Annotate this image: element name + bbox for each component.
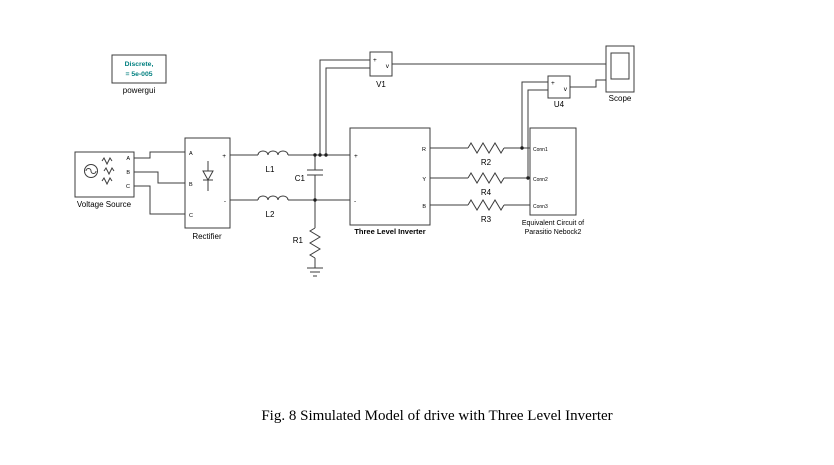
resistor-zigzag-icon <box>467 142 505 154</box>
v1-label: V1 <box>376 80 386 89</box>
equiv-port-conn3: Conn3 <box>533 204 548 210</box>
resistor-zigzag-icon <box>467 172 505 184</box>
inverter-block: + - R Y B Three Level Inverter <box>349 127 431 236</box>
rectifier-port-plus: + <box>222 153 226 160</box>
equivalent-circuit-box <box>529 127 577 216</box>
scope-block: Scope <box>605 45 635 103</box>
inverter-port-b: B <box>422 204 426 210</box>
l2-label: L2 <box>266 210 275 219</box>
u4-port-plus: + <box>551 80 555 87</box>
r1-label: R1 <box>293 236 304 245</box>
u4-port-v: v <box>564 86 568 93</box>
equivalent-circuit-label-line2: Parasitio Nebock2 <box>525 229 582 236</box>
rectifier-port-c: C <box>189 213 193 219</box>
powergui-line2: = 5e-005 <box>125 71 152 78</box>
scope-screen <box>610 52 630 80</box>
vs-port-a: A <box>126 156 130 162</box>
equivalent-circuit-label-line1: Equivalent Circuit of <box>522 220 584 227</box>
inductor-l1: L1 <box>257 150 289 174</box>
junction-dot <box>313 153 317 157</box>
sine-wave-icon <box>85 168 97 174</box>
inverter-port-plus: + <box>354 153 358 160</box>
resistor-r1: R1 <box>293 227 321 259</box>
inverter-port-r: R <box>422 147 426 153</box>
rectifier-port-minus: - <box>224 198 226 205</box>
voltage-source-box <box>74 151 135 198</box>
rectifier-port-a: A <box>189 151 193 157</box>
figure-caption: Fig. 8 Simulated Model of drive with Thr… <box>261 408 613 424</box>
vs-port-c: C <box>126 184 130 190</box>
junction-dot <box>318 153 322 157</box>
equiv-port-conn1: Conn1 <box>533 147 548 153</box>
c1-label: C1 <box>295 174 306 183</box>
r2-label: R2 <box>481 158 492 167</box>
r4-label: R4 <box>481 188 492 197</box>
winding-icon <box>101 157 115 186</box>
inverter-box <box>349 127 431 226</box>
powergui-label: powergui <box>123 86 156 95</box>
voltage-source-label: Voltage Source <box>77 200 132 209</box>
capacitor-plates-icon <box>307 169 323 176</box>
inductor-l2: L2 <box>257 195 289 219</box>
junction-dot <box>520 146 524 150</box>
inductor-coil-icon <box>257 195 289 201</box>
inverter-port-minus: - <box>354 198 356 205</box>
equiv-port-conn2: Conn2 <box>533 177 548 183</box>
junction-dots <box>313 146 530 202</box>
rectifier-block: A B C + - Rectifier <box>184 137 231 241</box>
junction-dot <box>526 176 530 180</box>
inverter-label: Three Level Inverter <box>354 227 425 236</box>
inductor-coil-icon <box>257 150 289 156</box>
junction-dot <box>324 153 328 157</box>
scope-label: Scope <box>609 94 632 103</box>
resistor-zigzag-icon <box>309 227 321 259</box>
junction-dot <box>313 198 317 202</box>
diode-icon <box>202 161 214 191</box>
voltage-measurement-u4: + v U4 <box>547 75 571 109</box>
vs-port-b: B <box>126 170 130 176</box>
u4-label: U4 <box>554 100 565 109</box>
resistor-zigzag-icon <box>467 199 505 211</box>
v1-box <box>369 51 393 77</box>
v1-port-v: v <box>386 63 390 70</box>
powergui-box <box>111 54 167 84</box>
u4-box <box>547 75 571 99</box>
l1-label: L1 <box>266 165 275 174</box>
powergui-block: Discrete, = 5e-005 powergui <box>111 54 167 95</box>
equivalent-circuit-block: Conn1 Conn2 Conn3 Equivalent Circuit of … <box>522 127 584 236</box>
voltage-measurement-v1: + v V1 <box>369 51 393 89</box>
rectifier-label: Rectifier <box>192 232 222 241</box>
v1-port-plus: + <box>373 57 377 64</box>
powergui-line1: Discrete, <box>125 61 154 68</box>
ac-source-icon <box>84 164 98 178</box>
capacitor-c1: C1 <box>295 169 323 183</box>
resistor-r4: R4 <box>467 172 505 197</box>
voltage-source-block: A B C Voltage Source <box>74 151 135 209</box>
rectifier-port-b: B <box>189 182 193 188</box>
ground-icon <box>307 267 323 277</box>
resistor-r2: R2 <box>467 142 505 167</box>
r3-label: R3 <box>481 215 492 224</box>
resistor-r3: R3 <box>467 199 505 224</box>
inverter-port-y: Y <box>422 177 426 183</box>
